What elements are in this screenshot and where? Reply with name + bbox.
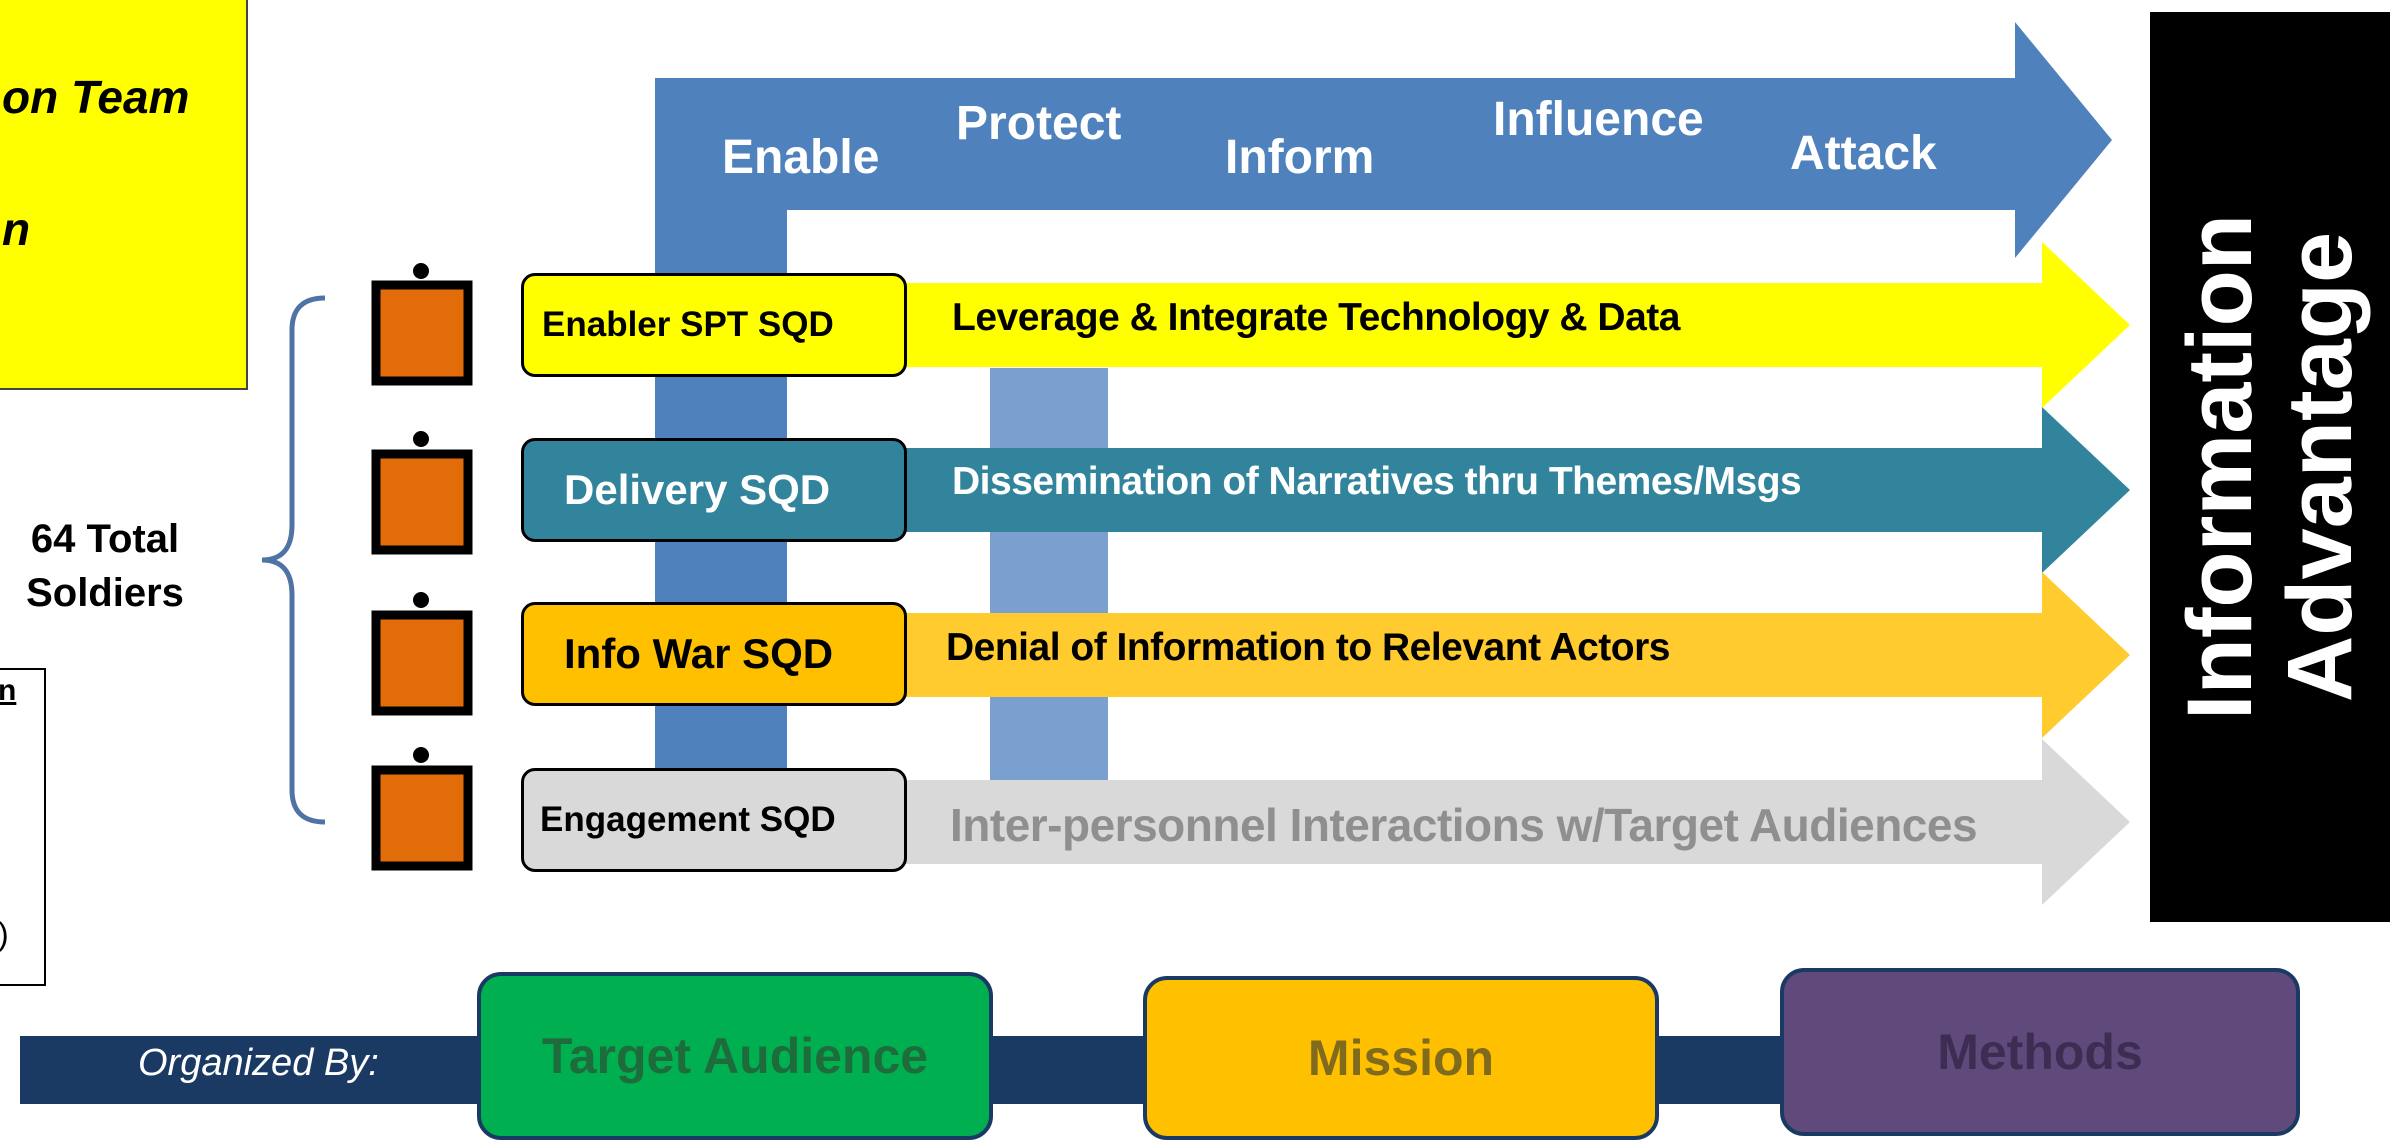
squad-icon-3 bbox=[371, 592, 473, 716]
function-infowar: Denial of Information to Relevant Actors bbox=[946, 626, 1670, 669]
team-box-line-1: on Team bbox=[2, 71, 190, 123]
band-arrow-infowar bbox=[900, 572, 2130, 738]
process-arrow bbox=[655, 22, 2112, 768]
category-mission-label: Mission bbox=[1307, 1030, 1495, 1086]
squad-enabler-label: Enabler SPT SQD bbox=[542, 305, 834, 344]
stage-inform: Inform bbox=[1225, 131, 1375, 184]
squad-delivery-label: Delivery SQD bbox=[564, 466, 831, 513]
function-engagement: Inter-personnel Interactions w/Target Au… bbox=[950, 799, 1978, 851]
squad-infowar-label: Info War SQD bbox=[564, 630, 834, 677]
outcome-line-2: Advantage bbox=[2269, 231, 2371, 703]
squad-icon-2 bbox=[371, 431, 473, 555]
outcome-line-1: Information bbox=[2169, 214, 2271, 720]
band-arrow-enabler bbox=[900, 242, 2130, 408]
total-soldiers: 64 Total Soldiers bbox=[0, 512, 210, 620]
squad-icon-1 bbox=[371, 263, 473, 386]
legend-footer: ) bbox=[0, 916, 9, 953]
team-box-line-2: n bbox=[2, 203, 31, 255]
information-advantage-text: Information Advantage bbox=[2169, 214, 2371, 720]
squad-bracket bbox=[261, 295, 326, 825]
total-line-1: 64 Total bbox=[30, 517, 180, 561]
category-methods-label: Methods bbox=[1937, 1024, 2143, 1080]
squad-delivery: Delivery SQD bbox=[521, 438, 907, 542]
squad-engagement: Engagement SQD bbox=[521, 768, 907, 872]
function-delivery: Dissemination of Narratives thru Themes/… bbox=[952, 460, 1802, 503]
category-methods: Methods bbox=[1780, 968, 2300, 1136]
legend-header: n bbox=[0, 674, 17, 707]
band-arrow-delivery bbox=[900, 407, 2130, 573]
total-line-2: Soldiers bbox=[26, 571, 184, 615]
legend-box: n ) bbox=[0, 668, 46, 986]
stage-attack: Attack bbox=[1790, 127, 1937, 180]
band-arrow-engagement bbox=[900, 739, 2130, 905]
function-enabler: Leverage & Integrate Technology & Data bbox=[952, 296, 1680, 339]
squad-icon-4 bbox=[371, 747, 473, 871]
information-advantage-panel: Information Advantage bbox=[2150, 12, 2390, 922]
category-mission: Mission bbox=[1143, 976, 1659, 1140]
stage-influence: Influence bbox=[1493, 93, 1704, 146]
stage-protect: Protect bbox=[956, 97, 1122, 150]
organized-by-label: Organized By: bbox=[138, 1042, 379, 1084]
stage-enable: Enable bbox=[722, 131, 880, 184]
squad-infowar: Info War SQD bbox=[521, 602, 907, 706]
squad-engagement-label: Engagement SQD bbox=[540, 800, 836, 839]
category-target-audience: Target Audience bbox=[477, 972, 993, 1140]
team-box: on Team n bbox=[0, 0, 248, 390]
category-target-audience-label: Target Audience bbox=[541, 1028, 929, 1084]
squad-enabler: Enabler SPT SQD bbox=[521, 273, 907, 377]
